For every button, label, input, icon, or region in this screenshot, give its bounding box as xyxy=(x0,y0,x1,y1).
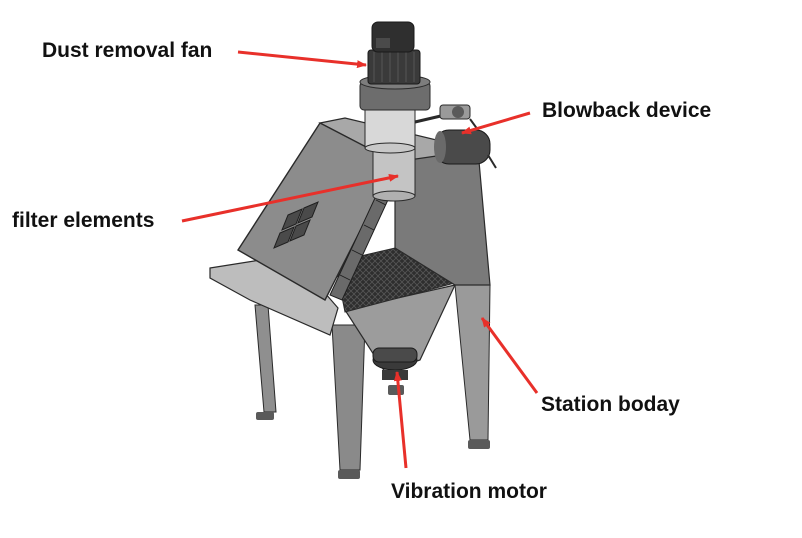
station-legs xyxy=(254,284,491,479)
label-vibration-motor: Vibration motor xyxy=(391,480,547,503)
window-pane xyxy=(289,219,311,242)
arrow-motor xyxy=(393,371,408,469)
arrow-fan xyxy=(237,50,367,69)
blowback-device xyxy=(414,104,497,169)
filter-element-cylinder xyxy=(372,147,416,202)
label-filter-elements: filter elements xyxy=(12,209,155,232)
arrow-station xyxy=(480,317,539,394)
foot-back xyxy=(388,385,404,395)
arrow-blowback xyxy=(461,111,531,135)
leg-left xyxy=(254,304,277,413)
arrow-filter xyxy=(181,173,399,223)
window-pane xyxy=(281,208,303,231)
foot-right xyxy=(468,440,490,449)
label-blowback-device: Blowback device xyxy=(542,99,712,122)
label-dust-removal-fan: Dust removal fan xyxy=(42,39,213,62)
inspection-window xyxy=(273,201,319,249)
leg-right xyxy=(454,284,491,441)
callout-arrows xyxy=(181,50,539,469)
hopper xyxy=(344,284,457,373)
window-pane xyxy=(273,226,295,249)
foot-front xyxy=(338,470,360,479)
leg-front xyxy=(331,324,366,471)
dust-removal-fan xyxy=(359,21,431,154)
window-pane xyxy=(297,201,319,224)
vibration-motor xyxy=(372,347,418,380)
foot-left xyxy=(256,412,274,420)
label-station-body: Station boday xyxy=(541,393,680,416)
filter-frame-ribs xyxy=(339,199,387,281)
